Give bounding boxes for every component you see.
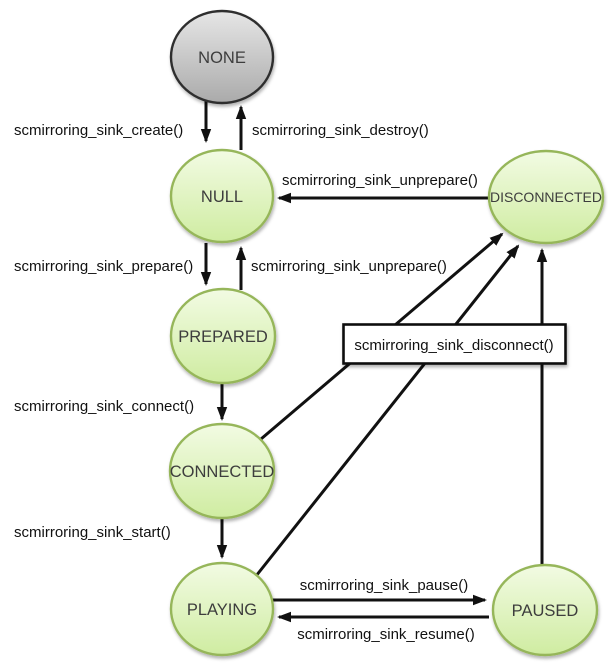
transition-prepare-label: scmirroring_sink_prepare() — [14, 258, 193, 275]
transition-start-label: scmirroring_sink_start() — [14, 524, 171, 541]
state-playing-circle — [169, 561, 275, 657]
state-disconnected-label: DISCONNECTED — [490, 189, 602, 205]
state-paused-circle — [491, 563, 599, 657]
transition-create-label: scmirroring_sink_create() — [14, 122, 183, 139]
state-connected-circle — [168, 422, 276, 520]
state-paused-label: PAUSED — [512, 602, 579, 620]
transition-disconnect-label: scmirroring_sink_disconnect() — [354, 337, 553, 354]
state-null-label: NULL — [201, 188, 243, 206]
state-prepared-label: PREPARED — [178, 328, 268, 346]
disconnect-label-box — [342, 323, 567, 365]
state-none-circle — [169, 9, 275, 105]
transition-resume-label: scmirroring_sink_resume() — [297, 626, 475, 643]
transition-unprepare-top-label: scmirroring_sink_unprepare() — [282, 172, 478, 189]
transition-destroy-label: scmirroring_sink_destroy() — [252, 122, 429, 139]
state-disconnected-circle — [487, 149, 605, 245]
transition-connect-label: scmirroring_sink_connect() — [14, 398, 194, 415]
state-prepared-circle — [169, 287, 277, 385]
state-none-label: NONE — [198, 49, 246, 67]
state-null-circle — [169, 148, 275, 244]
state-connected-label: CONNECTED — [170, 463, 275, 481]
arrow-disconnect-playing-to-disconnected — [254, 244, 520, 577]
transition-unprepare-mid-label: scmirroring_sink_unprepare() — [251, 258, 447, 275]
state-playing-label: PLAYING — [187, 601, 257, 619]
transition-pause-label: scmirroring_sink_pause() — [300, 577, 468, 594]
